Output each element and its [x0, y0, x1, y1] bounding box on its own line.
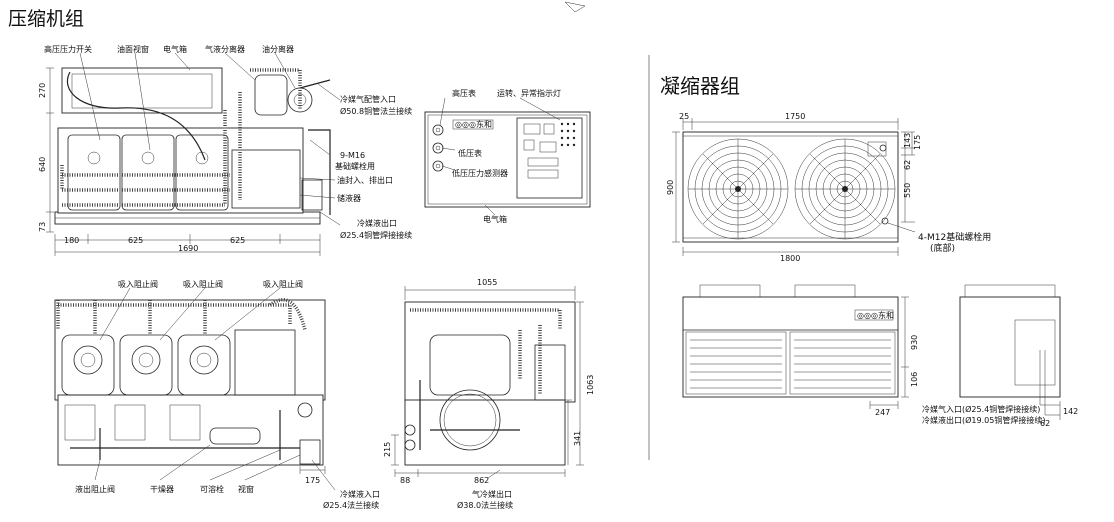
callout-receiver: 储液器: [337, 193, 361, 203]
dim-175-cond: 175: [913, 135, 922, 150]
dim-62-side: 62: [1040, 419, 1050, 428]
dim-270: 270: [38, 83, 47, 98]
callout-liquid-inlet: 冷媒液入口: [340, 489, 380, 499]
compressor-front-view: [46, 52, 341, 256]
compressor-side-view: [391, 286, 584, 479]
dim-175: 175: [305, 476, 320, 485]
dim-862: 862: [474, 476, 489, 485]
callout-gas-outlet: 气冷媒出口: [472, 489, 512, 499]
dim-1690: 1690: [178, 244, 198, 253]
dim-625-a: 625: [128, 236, 143, 245]
callout-bolts-purpose: 基础螺栓用: [335, 161, 375, 171]
dim-247: 247: [875, 408, 890, 417]
callout-bolts: 9-M16: [340, 151, 365, 160]
callout-indicator-lamps: 运转、异常指示灯: [497, 88, 561, 98]
dim-1800: 1800: [780, 254, 800, 263]
dim-640: 640: [38, 157, 47, 172]
callout-dryer: 干燥器: [150, 485, 174, 494]
callout-gas-inlet: 冷媒气配管入口: [340, 94, 396, 104]
dim-1063: 1063: [586, 375, 595, 395]
condenser-side-view: [959, 284, 1061, 420]
callout-oil-sight-glass: 油面视窗: [117, 44, 149, 54]
callout-oil-port: 油封入、排出口: [337, 175, 393, 185]
callout-suction-valve-3: 吸入阻止阀: [263, 279, 303, 289]
dim-106: 106: [910, 372, 919, 387]
electric-box-brand: ◎◎◎东和: [455, 119, 492, 129]
callout-electric-box: 电气箱: [163, 44, 187, 54]
callout-gas-outlet-spec: Ø38.0法兰接续: [457, 500, 513, 510]
callout-suction-valve-2: 吸入阻止阀: [183, 279, 223, 289]
condenser-brand: ◎◎◎东和: [857, 310, 894, 320]
electric-box-view: [424, 97, 591, 216]
dim-625-b: 625: [230, 236, 245, 245]
dim-142: 142: [1063, 407, 1078, 416]
callout-low-pressure-gauge: 低压表: [458, 148, 482, 158]
callout-high-pressure-gauge: 高压表: [452, 88, 476, 98]
dim-341: 341: [573, 431, 582, 446]
dim-900: 900: [666, 180, 675, 195]
callout-gas-inlet-spec: Ø50.8铜管法兰接续: [340, 106, 412, 116]
dim-215: 215: [383, 442, 392, 457]
condenser-front-view: [682, 284, 909, 409]
cutoff-fragment: [564, 1, 586, 13]
dim-25: 25: [679, 112, 689, 121]
dim-143: 143: [903, 133, 912, 148]
callout-liquid-outlet: 冷媒液出口: [357, 218, 397, 228]
callout-foundation-bolts: 4-M12基础螺栓用: [918, 231, 991, 243]
dim-930: 930: [910, 335, 919, 350]
callout-liquid-outlet-valve: 液出阻止阀: [75, 484, 115, 494]
callout-sight-glass: 视窗: [238, 484, 254, 494]
condenser-top-view: [672, 118, 916, 256]
callout-liquid-outlet-spec: Ø25.4铜管焊接接续: [340, 230, 412, 240]
callout-gas-inlet-cond: 冷媒气入口(Ø25.4铜管焊接接续): [922, 404, 1040, 414]
callout-suction-valve-1: 吸入阻止阀: [118, 279, 158, 289]
compressor-rear-view: [54, 287, 336, 491]
callout-low-pressure-sensor: 低压压力感测器: [452, 168, 508, 178]
dim-88: 88: [400, 476, 410, 485]
dim-180: 180: [64, 236, 79, 245]
callout-fusible-plug: 可溶栓: [200, 484, 224, 494]
dim-73: 73: [38, 222, 47, 232]
dim-1750: 1750: [785, 112, 805, 121]
dim-1055: 1055: [477, 278, 497, 287]
callout-liquid-inlet-spec: Ø25.4法兰接续: [323, 500, 379, 510]
callout-bottom: (底部): [930, 242, 955, 254]
dim-62-cond: 62: [903, 160, 912, 170]
callout-high-pressure-switch: 高压压力开关: [44, 44, 92, 54]
title-compressor-unit: 压缩机组: [8, 8, 85, 30]
callout-liquid-outlet-cond: 冷媒液出口(Ø19.05铜管焊接接续): [922, 415, 1045, 425]
dim-550: 550: [903, 183, 912, 198]
callout-electric-box-label: 电气箱: [483, 214, 507, 224]
callout-oil-separator: 油分离器: [262, 44, 294, 54]
title-condenser-unit: 凝缩器组: [660, 74, 740, 98]
callout-gas-liquid-separator: 气液分离器: [205, 44, 245, 54]
